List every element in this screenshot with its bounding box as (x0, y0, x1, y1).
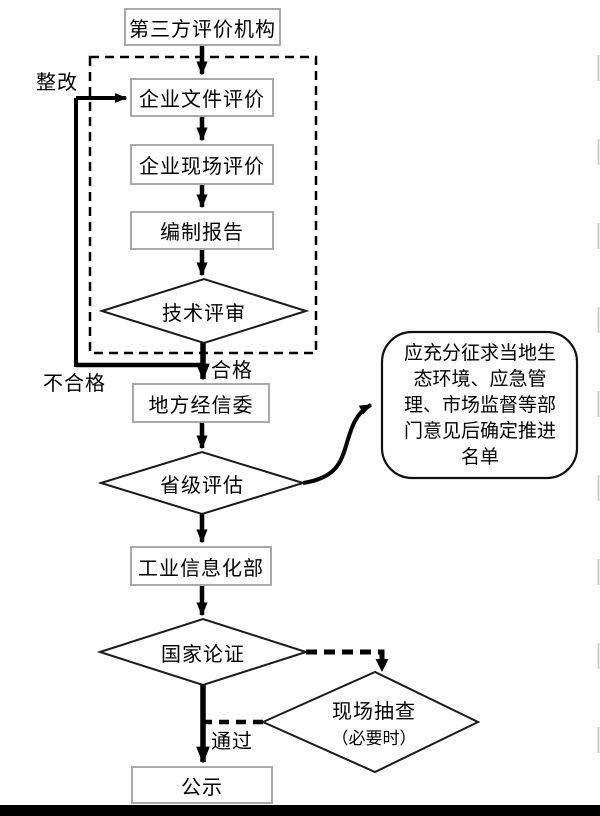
label-fail: 不合格 (43, 371, 106, 395)
provincial-eval-diamond (97, 450, 307, 516)
spot-check-diamond (260, 670, 481, 774)
label-pass-tech: 合格 (211, 358, 253, 382)
node-site-evaluation: 企业现场评价 (130, 144, 274, 185)
spot-check-arrowhead (375, 659, 389, 672)
callout-line: 理、市场监督等部 (403, 394, 556, 416)
label-rectify: 整改 (36, 70, 78, 94)
bottom-scan-bar (0, 805, 600, 816)
callout-line: 门意见后确定推进 (403, 420, 556, 442)
callout-line: 名单 (460, 446, 499, 468)
node-publicity: 公示 (131, 766, 273, 804)
node-compile-report: 编制报告 (130, 211, 274, 250)
callout-text: 应充分征求当地生 态环境、应急管 理、市场监督等部 门意见后确定推进 名单 (388, 342, 572, 468)
tech-review-diamond (98, 277, 310, 345)
node-local-commission: 地方经信委 (132, 383, 270, 423)
node-ministry: 工业信息化部 (130, 546, 272, 586)
node-third-party-agency: 第三方评价机构 (124, 8, 281, 46)
node-document-evaluation: 企业文件评价 (130, 78, 274, 117)
callout-line: 态环境、应急管 (413, 368, 547, 390)
national-review-diamond (96, 617, 310, 687)
callout-rounded-box (380, 330, 579, 480)
dashed-national-to-spot-check (306, 649, 385, 660)
label-pass-national: 通过 (211, 729, 253, 753)
curve-provincial-to-callout (302, 403, 373, 485)
callout-line: 应充分征求当地生 (403, 342, 556, 364)
